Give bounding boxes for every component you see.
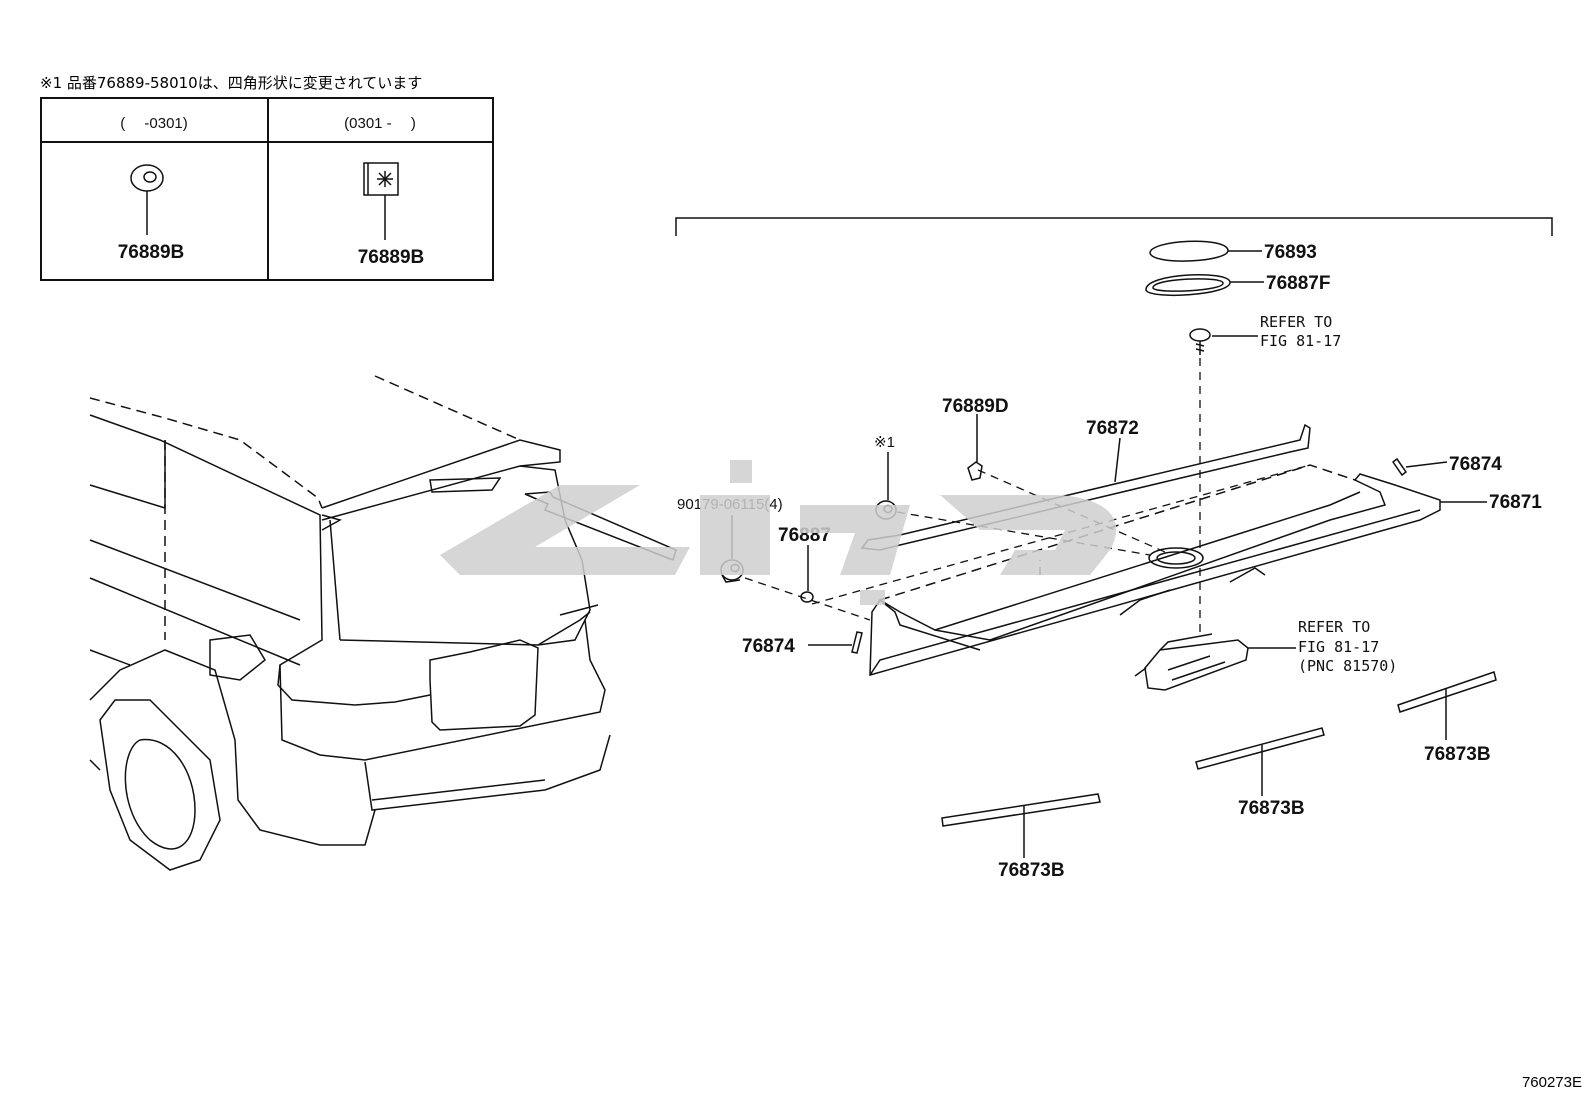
refer-line1: REFER TO [1260, 313, 1332, 331]
inset-col2-part: 76889B [358, 247, 425, 268]
screw-icon [1189, 328, 1211, 355]
label-76893: 76893 [1264, 242, 1317, 263]
label-76872: 76872 [1086, 418, 1139, 439]
label-90179: 90179-06115(4) [677, 496, 783, 513]
strip-76873B-3 [941, 793, 1101, 827]
leader-lines [731, 250, 1487, 858]
stop-lamp-assembly [1134, 633, 1249, 691]
label-mark1: ※1 [874, 434, 895, 451]
pad-76874-right [1391, 457, 1408, 477]
pad-76874-left [851, 631, 863, 654]
label-76874-right: 76874 [1449, 454, 1502, 475]
inset-col1-part: 76889B [118, 242, 185, 263]
label-76887: 76887 [778, 525, 831, 546]
strip-76873B-2 [1195, 727, 1325, 770]
nut-90179 [720, 559, 744, 583]
group-bracket [675, 217, 1553, 236]
vehicle-outline [89, 375, 611, 871]
label-76873B-1: 76873B [1424, 744, 1491, 765]
label-76871: 76871 [1489, 492, 1542, 513]
figure-id: 760273E [1521, 1074, 1582, 1091]
refer-line2: FIG 81-17 [1260, 332, 1341, 350]
strip-76873B-1 [1397, 671, 1497, 713]
label-76873B-2: 76873B [1238, 798, 1305, 819]
footnote-text: ※1 品番76889-58010は、四角形状に変更されています [40, 74, 423, 92]
label-76874-left: 76874 [742, 636, 795, 657]
round-grommet-icon [130, 164, 164, 235]
refer2-line3: (PNC 81570) [1298, 657, 1397, 675]
dashed-reference-lines [744, 358, 1311, 636]
inset-table [40, 97, 494, 281]
moulding-76872 [860, 423, 1311, 551]
refer2-line2: FIG 81-17 [1298, 638, 1379, 656]
label-76887F: 76887F [1266, 273, 1330, 294]
location-arrow [524, 491, 677, 561]
label-76873B-3: 76873B [998, 860, 1065, 881]
gasket-76887F [1145, 274, 1231, 297]
grommet-x1 [875, 500, 897, 520]
label-76889D: 76889D [942, 396, 1009, 417]
refer2-line1: REFER TO [1298, 618, 1370, 636]
cover-76893 [1149, 240, 1229, 262]
square-grommet-icon [363, 162, 399, 240]
inset-col1-header: ( -0301) [120, 115, 188, 132]
inset-col2-header: (0301 - ) [344, 115, 416, 132]
